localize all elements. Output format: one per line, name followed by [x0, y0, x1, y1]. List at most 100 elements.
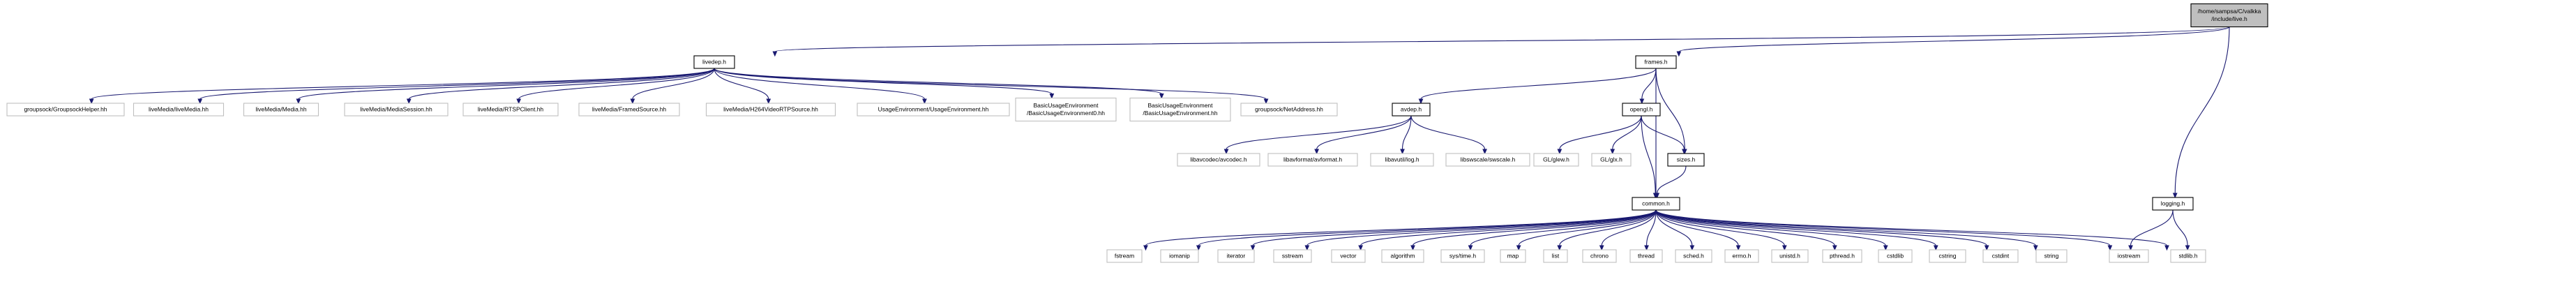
edge-line	[714, 68, 1053, 95]
node-box	[1929, 249, 1966, 263]
node-box	[2170, 249, 2206, 263]
node-label: libavcodec/avcodec.h	[1190, 156, 1247, 163]
node-box	[1533, 153, 1579, 167]
edge-line	[1198, 209, 1657, 246]
edge-avdep-to-avlog	[1400, 115, 1412, 155]
node-label: vector	[1340, 252, 1356, 259]
node-label: logging.h	[2161, 200, 2185, 207]
edge-line	[408, 68, 715, 100]
edge-frames-to-opengl	[1639, 68, 1657, 105]
node-opengl[interactable]: opengl.h	[1622, 103, 1661, 117]
node-label: stdlib.h	[2179, 252, 2198, 259]
arrow-head-icon	[1482, 149, 1487, 155]
node-box[interactable]	[2190, 3, 2268, 28]
arrow-head-icon	[1689, 245, 1695, 251]
node-label: list	[1552, 252, 1560, 259]
node-label: cstdlib	[1887, 252, 1904, 259]
node-glew: GL/glew.h	[1533, 153, 1579, 167]
arrow-head-icon	[1676, 51, 1682, 57]
node-map: map	[1500, 249, 1526, 263]
node-label: frames.h	[1644, 58, 1667, 65]
edge-frames-to-avdep	[1418, 68, 1657, 105]
arrow-head-icon	[197, 98, 203, 105]
edge-common-to-errno	[1655, 209, 1741, 251]
arrow-head-icon	[1883, 245, 1888, 251]
node-sizes[interactable]: sizes.h	[1667, 153, 1705, 167]
node-box	[1160, 249, 1199, 263]
node-box	[2035, 249, 2067, 263]
node-box	[857, 103, 1010, 117]
edge-line	[1655, 209, 1886, 246]
node-glx: GL/glx.h	[1591, 153, 1632, 167]
node-bue0: BasicUsageEnvironment/BasicUsageEnvironm…	[1015, 97, 1117, 122]
edge-line	[1559, 209, 1657, 246]
node-label: common.h	[1642, 200, 1670, 207]
node-box	[1273, 249, 1312, 263]
arrow-head-icon	[1143, 245, 1148, 251]
node-iterator: iterator	[1217, 249, 1255, 263]
node-gsh: groupsock/GroupsockHelper.hh	[6, 103, 125, 117]
edge-common-to-fstream	[1143, 209, 1657, 251]
edge-sizes-to-common	[1655, 165, 1687, 199]
edge-livedep-to-lm-fs	[630, 68, 715, 105]
node-box[interactable]	[693, 55, 735, 69]
edge-line	[1601, 209, 1657, 246]
node-box[interactable]	[1632, 197, 1680, 211]
edges-layer	[89, 27, 2230, 251]
edge-line	[714, 68, 1162, 95]
node-sched: sched.h	[1675, 249, 1712, 263]
edge-livedep-to-gsh	[89, 68, 715, 105]
node-list: list	[1543, 249, 1568, 263]
node-cstdlib: cstdlib	[1878, 249, 1913, 263]
nodes-layer: /home/sampsa/C/valkka/include/live.h live…	[6, 3, 2268, 263]
node-livedep[interactable]: livedep.h	[693, 55, 735, 69]
node-label: livedep.h	[702, 58, 726, 65]
node-box	[133, 103, 225, 117]
node-live[interactable]: /home/sampsa/C/valkka/include/live.h	[2190, 3, 2268, 28]
edge-line	[1401, 115, 1412, 150]
arrow-head-icon	[1314, 149, 1320, 155]
node-common[interactable]: common.h	[1632, 197, 1680, 211]
node-box	[1982, 249, 2019, 263]
arrow-head-icon	[1358, 245, 1364, 251]
node-label: chrono	[1590, 252, 1609, 259]
node-label: fstream	[1115, 252, 1134, 259]
node-label: cstring	[1938, 252, 1956, 259]
edge-common-to-systime	[1468, 209, 1657, 251]
edge-line	[1360, 209, 1657, 246]
edge-line	[1655, 209, 2111, 246]
node-label: unistd.h	[1779, 252, 1800, 259]
node-box	[1015, 97, 1117, 122]
node-box[interactable]	[1622, 103, 1661, 117]
arrow-head-icon	[772, 51, 778, 57]
node-box[interactable]	[1667, 153, 1705, 167]
node-frames[interactable]: frames.h	[1635, 55, 1677, 69]
node-box[interactable]	[2152, 197, 2194, 211]
edge-line	[1412, 209, 1657, 246]
node-logging[interactable]: logging.h	[2152, 197, 2194, 211]
node-avdep[interactable]: avdep.h	[1392, 103, 1431, 117]
edge-line	[1420, 68, 1657, 100]
edge-opengl-to-glew	[1557, 115, 1642, 155]
arrow-head-icon	[406, 98, 412, 105]
edge-common-to-string	[1655, 209, 2038, 251]
edge-common-to-sstream	[1304, 209, 1657, 251]
node-box[interactable]	[1392, 103, 1431, 117]
node-box[interactable]	[1635, 55, 1677, 69]
node-label: /include/live.h	[2211, 15, 2247, 22]
edge-logging-to-stdlib	[2172, 209, 2190, 251]
edge-common-to-iterator	[1250, 209, 1657, 251]
node-iomanip: iomanip	[1160, 249, 1199, 263]
arrow-head-icon	[1223, 149, 1229, 155]
node-box	[1445, 153, 1530, 167]
edge-common-to-vector	[1358, 209, 1657, 251]
arrow-head-icon	[1516, 245, 1521, 251]
edge-livedep-to-bue	[714, 68, 1164, 99]
arrow-head-icon	[1610, 149, 1615, 155]
edge-line	[91, 68, 715, 100]
node-errno: errno.h	[1724, 249, 1759, 263]
arrow-head-icon	[1599, 245, 1604, 251]
node-label: sstream	[1282, 252, 1303, 259]
node-label: opengl.h	[1630, 105, 1653, 112]
node-swscale: libswscale/swscale.h	[1445, 153, 1530, 167]
